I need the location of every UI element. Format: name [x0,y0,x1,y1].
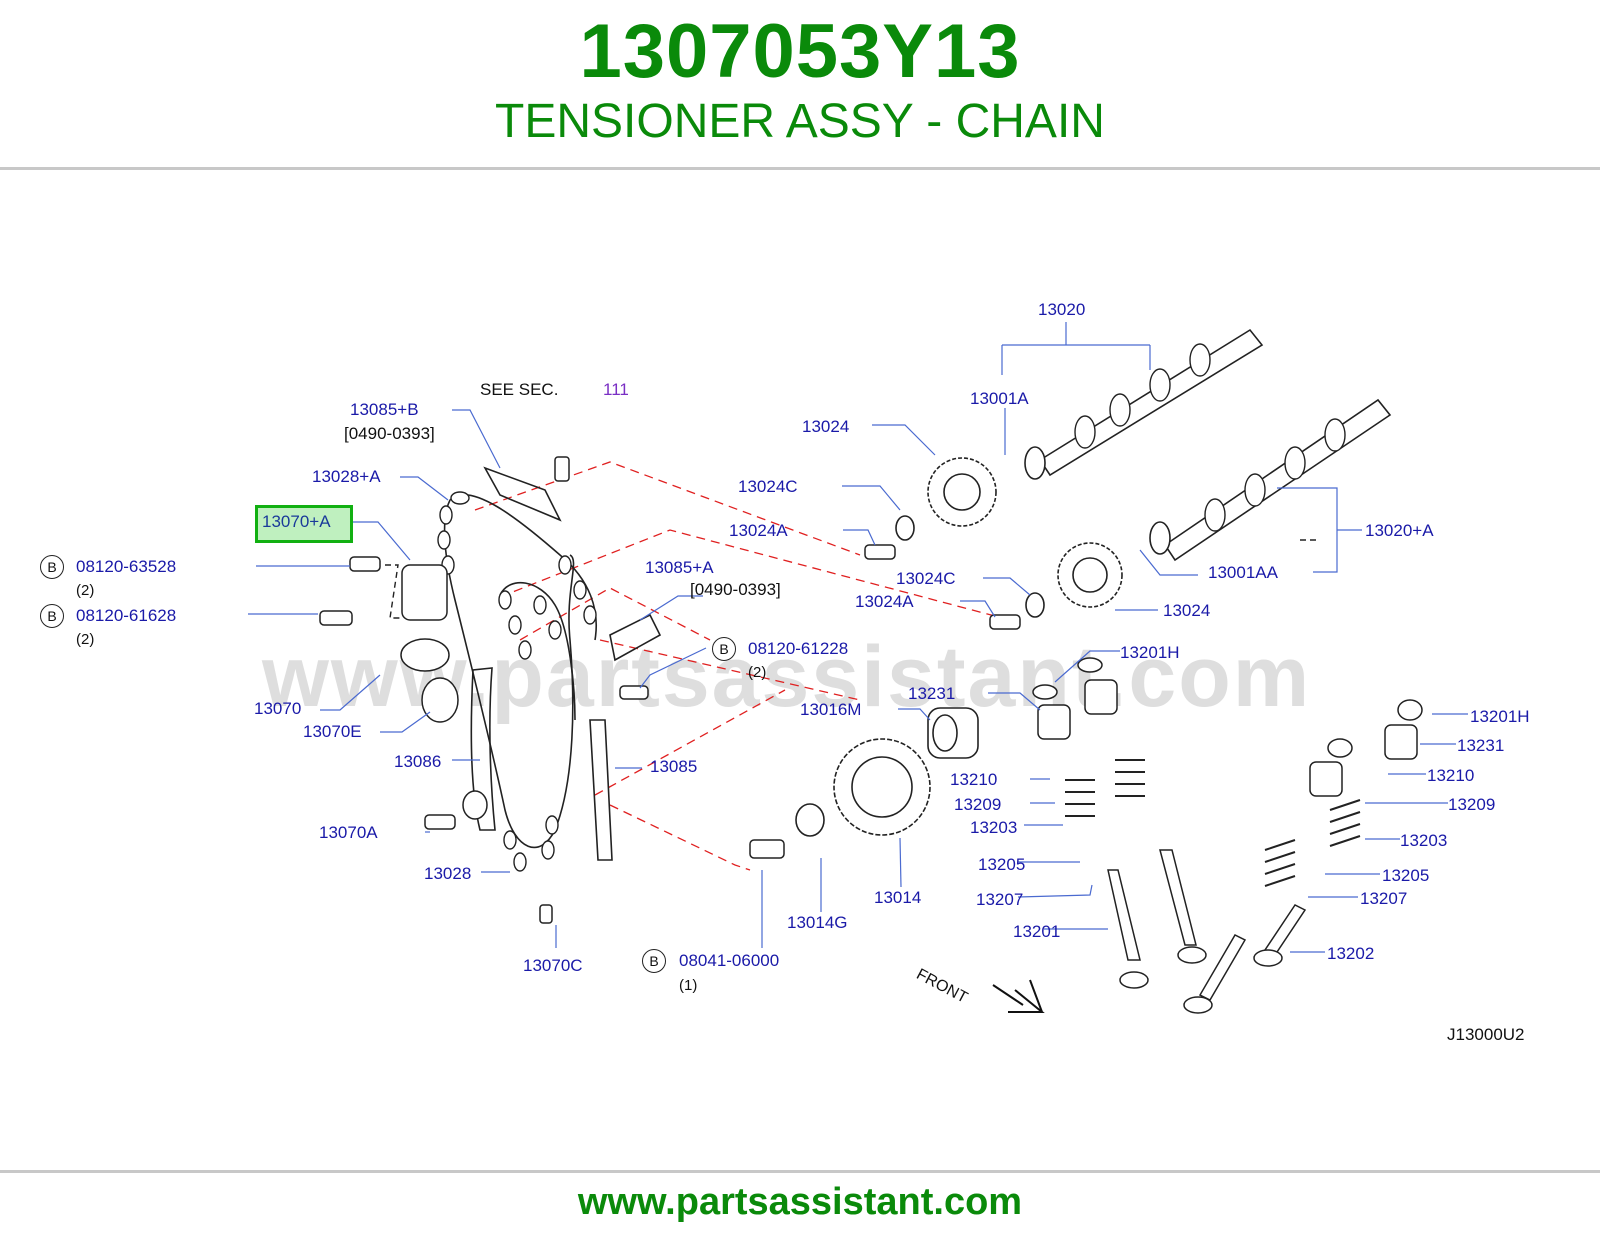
callout-13070[interactable]: 13070 [254,699,302,718]
callout-13201[interactable]: 13201 [1013,922,1061,941]
bolt-badge-2: B [40,604,64,628]
callout-13086[interactable]: 13086 [394,752,442,771]
bolt-badge-1: B [40,555,64,579]
callout-13209-left[interactable]: 13209 [954,795,1002,814]
callout-13024c-mid[interactable]: 13024C [896,569,956,588]
callout-13014g[interactable]: 13014G [787,913,848,932]
header-divider [0,167,1600,170]
see-section-link[interactable]: 111 [603,380,629,399]
bolt-qty-1: (2) [76,582,95,599]
callout-13024-mid[interactable]: 13024 [1163,601,1211,620]
callout-13231-right[interactable]: 13231 [1457,736,1505,755]
mount-guides [385,539,1320,619]
callout-13028a[interactable]: 13028+A [312,467,381,486]
callout-13231-left[interactable]: 13231 [908,684,956,703]
callout-13014[interactable]: 13014 [874,888,922,907]
callout-13028[interactable]: 13028 [424,864,472,883]
callout-13210-left[interactable]: 13210 [950,770,998,789]
callout-13016m[interactable]: 13016M [800,700,862,719]
bolt-08120-61628[interactable]: 08120-61628 [76,606,177,625]
callout-13085a-range: [0490-0393] [690,580,781,599]
callout-13085b-range: [0490-0393] [344,424,435,443]
callout-13070a-highlighted[interactable]: 13070+A [262,512,331,531]
diagram-code: J13000U2 [1447,1025,1525,1044]
bolt-qty-2: (2) [76,631,95,648]
bolt-08041-06000[interactable]: 08041-06000 [679,951,780,970]
callout-13205-left[interactable]: 13205 [978,855,1026,874]
callout-13201h-left[interactable]: 13201H [1120,643,1180,662]
bolt-qty-4: (1) [679,977,698,994]
bolt-badge-4: B [642,949,666,973]
chain-guides [470,466,662,861]
leader-lines [248,322,1468,953]
callout-13070c[interactable]: 13070C [523,956,583,975]
callout-13001aa[interactable]: 13001AA [1208,563,1278,582]
callout-13024-top[interactable]: 13024 [802,417,850,436]
highlighted-part-box [255,505,353,543]
callout-13020a[interactable]: 13020+A [1365,521,1434,540]
callout-13207-left[interactable]: 13207 [976,890,1024,909]
see-section-label: SEE SEC. [480,380,559,399]
callout-13201h-right[interactable]: 13201H [1470,707,1530,726]
callout-13205-right[interactable]: 13205 [1382,866,1430,885]
sprockets [795,457,1123,837]
bolt-badge-3: B [712,637,736,661]
part-number-title: 1307053Y13 [579,9,1021,94]
callout-13001a[interactable]: 13001A [970,389,1029,408]
tensioner-parts [319,456,1021,924]
bolt-08120-61228[interactable]: 08120-61228 [748,639,849,658]
reference-lines [474,461,1011,871]
callout-13209-right[interactable]: 13209 [1448,795,1496,814]
camshafts [1024,328,1392,562]
footer-website-link[interactable]: www.partsassistant.com [577,1181,1023,1223]
callout-13024c-top[interactable]: 13024C [738,477,798,496]
callout-13070a[interactable]: 13070A [319,823,378,842]
part-name-subtitle: TENSIONER ASSY - CHAIN [495,95,1105,148]
footer-divider [0,1170,1600,1173]
callout-13207-right[interactable]: 13207 [1360,889,1408,908]
chain-links [437,491,597,872]
callout-13210-right[interactable]: 13210 [1427,766,1475,785]
callout-13070e[interactable]: 13070E [303,722,362,741]
callout-13020[interactable]: 13020 [1038,300,1086,319]
valve-train [1032,657,1423,1014]
callout-13085[interactable]: 13085 [650,757,698,776]
callout-13085b[interactable]: 13085+B [350,400,419,419]
bolt-08120-63528[interactable]: 08120-63528 [76,557,177,576]
callout-13085a[interactable]: 13085+A [645,558,714,577]
front-arrow [992,979,1045,1013]
callout-13203-left[interactable]: 13203 [970,818,1018,837]
callout-13024a-mid[interactable]: 13024A [855,592,914,611]
bolt-qty-3: (2) [748,664,767,681]
callout-13203-right[interactable]: 13203 [1400,831,1448,850]
callout-13202[interactable]: 13202 [1327,944,1375,963]
callout-13024a-top[interactable]: 13024A [729,521,788,540]
